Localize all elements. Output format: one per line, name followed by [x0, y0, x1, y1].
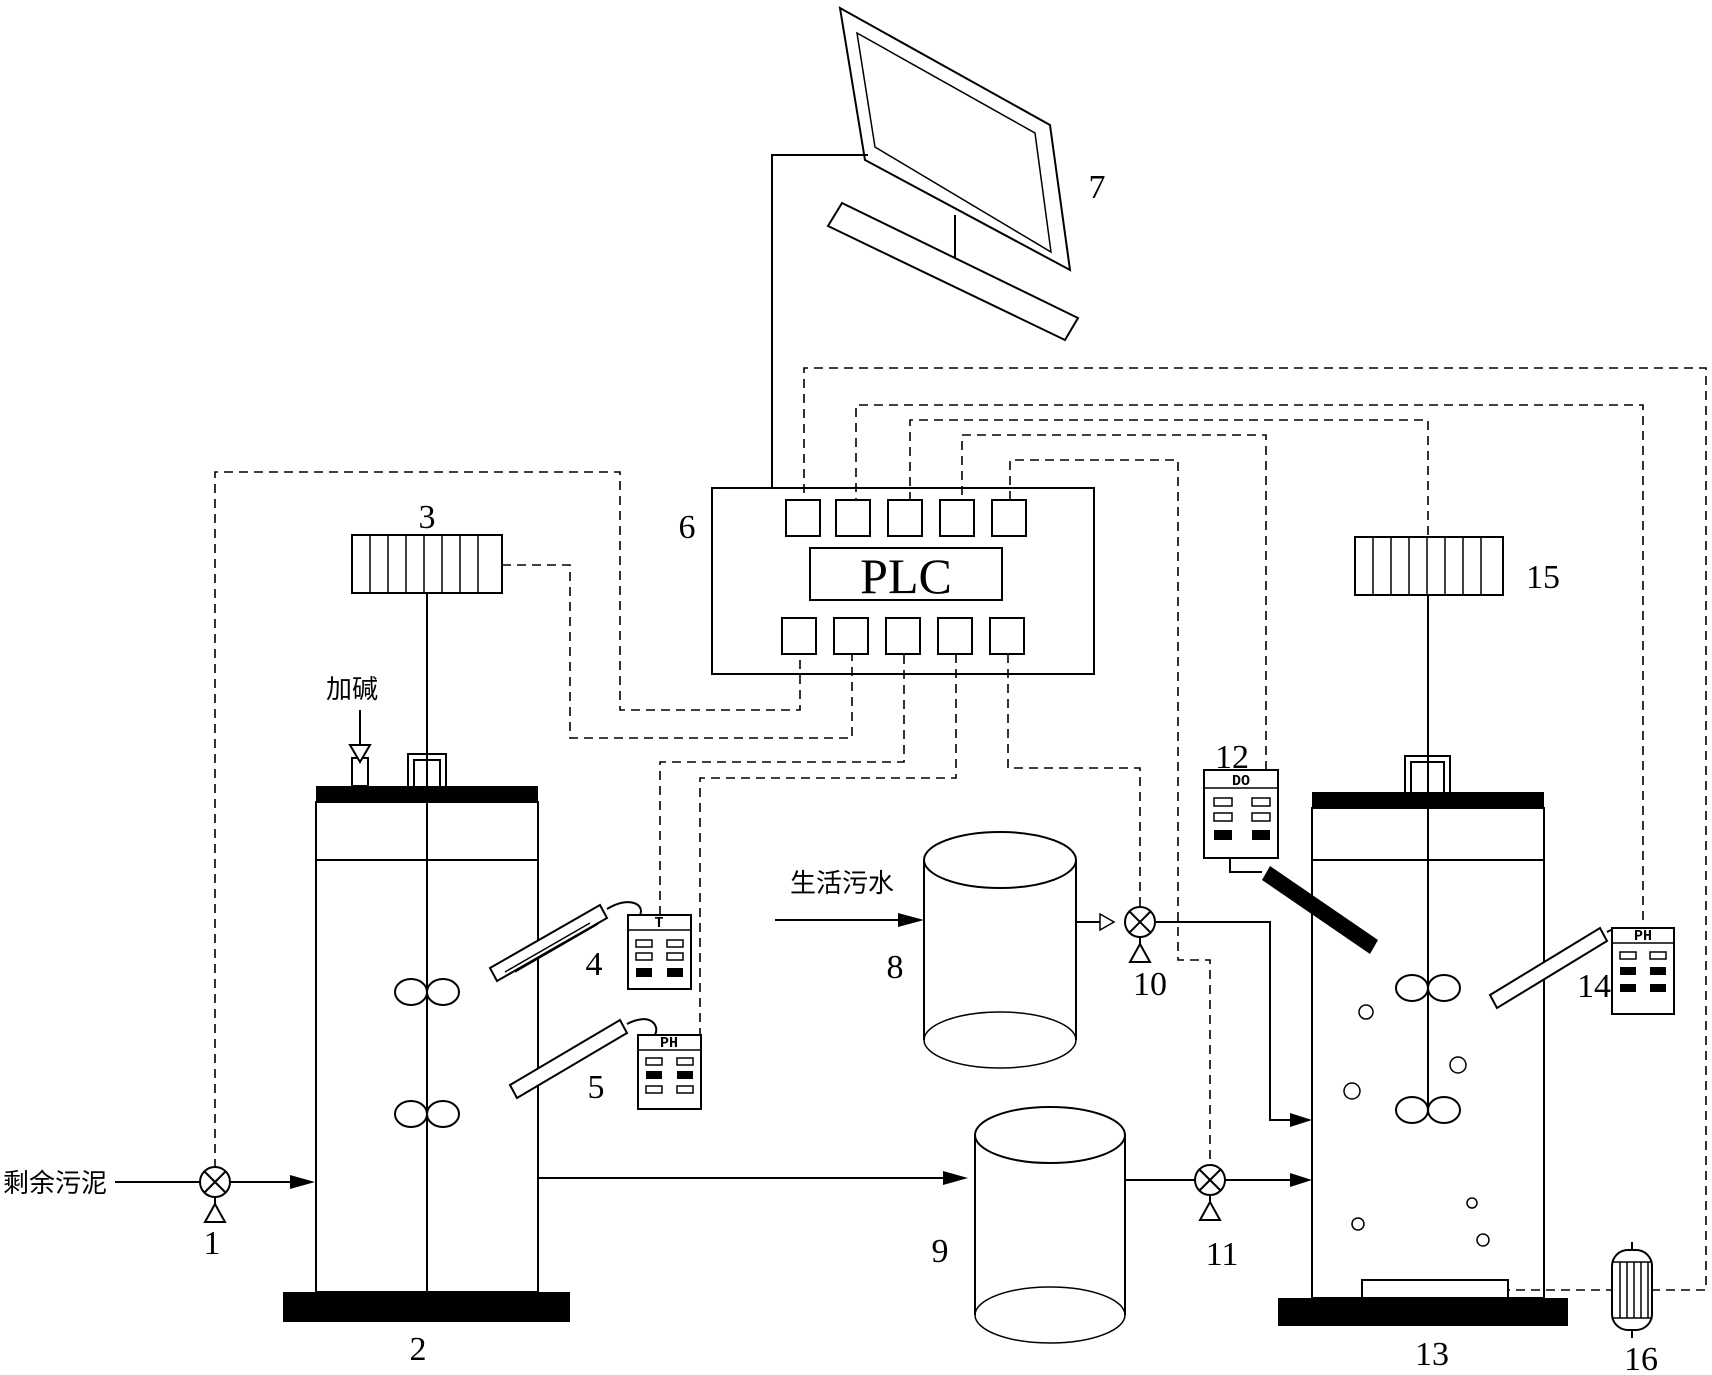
feed-line-9-to-13	[1125, 1173, 1312, 1187]
heater-16	[1611, 1242, 1653, 1338]
computer-cable	[771, 154, 868, 488]
plc-top-terminals	[785, 499, 1027, 537]
svg-text:PH: PH	[660, 1035, 678, 1052]
label-3: 3	[419, 499, 436, 536]
stirrer-motor-3	[351, 534, 503, 594]
sludge-inlet-line	[115, 1175, 315, 1189]
reactor-tank-13	[1278, 595, 1568, 1326]
computer-monitor	[838, 6, 1072, 272]
label-13: 13	[1415, 1336, 1449, 1373]
label-6: 6	[679, 509, 696, 546]
ph-meter-14: PH	[1611, 927, 1675, 1015]
label-2: 2	[410, 1331, 427, 1368]
sewage-tank-8	[923, 831, 1077, 1069]
label-12: 12	[1215, 739, 1249, 776]
feed-line-8-to-13	[1076, 912, 1312, 1127]
valve-1	[199, 1166, 231, 1223]
valve-11	[1194, 1164, 1226, 1221]
stirrer-motor-15	[1354, 536, 1504, 596]
label-16: 16	[1624, 1341, 1658, 1375]
transfer-line-2-to-9	[538, 1171, 968, 1185]
label-alkali: 加碱	[326, 675, 378, 705]
label-15: 15	[1526, 559, 1560, 596]
label-8: 8	[887, 949, 904, 986]
label-9: 9	[932, 1233, 949, 1270]
plc-bottom-terminals	[781, 617, 1025, 655]
do-probe	[1229, 858, 1378, 954]
temperature-probe-4	[488, 901, 642, 983]
do-meter-12: DO	[1203, 769, 1279, 859]
svg-text:DO: DO	[1232, 773, 1250, 790]
sewage-inlet-line	[775, 913, 924, 927]
label-7: 7	[1089, 169, 1106, 206]
label-14: 14	[1577, 968, 1611, 1005]
temperature-meter: T	[627, 914, 692, 990]
label-sewage: 生活污水	[790, 869, 894, 899]
ph-probe-5	[508, 1018, 658, 1100]
signal-lines	[214, 367, 1707, 1291]
label-11: 11	[1206, 1236, 1239, 1273]
intermediate-tank-9	[974, 1106, 1126, 1344]
label-sludge: 剩余污泥	[3, 1169, 107, 1199]
computer-keyboard	[826, 201, 1080, 342]
label-10: 10	[1133, 966, 1167, 1003]
svg-text:T: T	[654, 915, 663, 932]
label-1: 1	[204, 1225, 221, 1262]
plc-display	[809, 547, 1003, 601]
reactor-tank-2	[283, 590, 570, 1322]
ph-meter-5: PH	[637, 1034, 702, 1110]
svg-text:PH: PH	[1634, 928, 1652, 945]
plc-label: PLC	[860, 548, 952, 604]
valve-10	[1124, 906, 1156, 963]
label-4: 4	[586, 946, 603, 983]
label-5: 5	[588, 1069, 605, 1106]
